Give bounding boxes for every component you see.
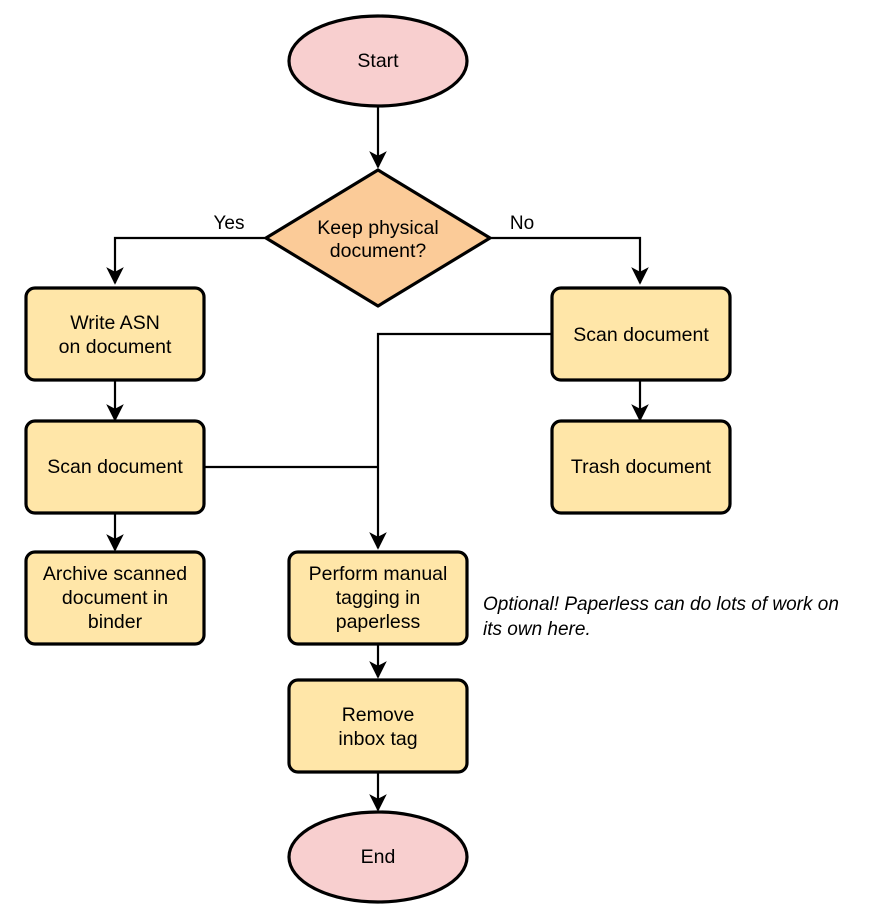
annotation-line2: its own here. (483, 619, 591, 640)
edge-scan-right-to-tagging (369, 332, 552, 550)
node-scan-document-right[interactable]: Scan document (550, 286, 732, 382)
tagging-box-shape (287, 550, 469, 646)
end-label: End (361, 846, 396, 868)
scan-left-box-shape (24, 419, 206, 515)
remove-inbox-label-line2: inbox tag (338, 728, 417, 750)
node-write-asn-on-document[interactable]: Write ASN on document (24, 286, 206, 382)
edges-layer (106, 101, 649, 812)
end-ellipse-shape (287, 810, 469, 904)
edge-decision-no-to-scan-right (490, 236, 649, 285)
node-start[interactable]: Start (287, 14, 469, 108)
write-asn-box-shape (24, 286, 206, 382)
scan-right-box-shape (550, 286, 732, 382)
archive-label-line3: binder (88, 611, 143, 633)
archive-label-line1: Archive scanned (43, 563, 187, 585)
node-remove-inbox-tag[interactable]: Remove inbox tag (287, 678, 469, 774)
trash-label: Trash document (571, 456, 712, 478)
archive-label-line2: document in (62, 587, 168, 609)
edge-label-no: No (510, 213, 534, 234)
remove-inbox-box-shape (287, 678, 469, 774)
write-asn-label-line1: Write ASN (70, 312, 160, 334)
node-end[interactable]: End (287, 810, 469, 904)
archive-box-shape (24, 550, 206, 646)
annotation-optional-note: Optional! Paperless can do lots of work … (483, 594, 839, 640)
node-archive-scanned-document[interactable]: Archive scanned document in binder (24, 550, 206, 646)
node-scan-document-left[interactable]: Scan document (24, 419, 206, 515)
decision-label-line2: document? (330, 240, 427, 262)
tagging-label-line3: paperless (336, 611, 421, 633)
annotation-line1: Optional! Paperless can do lots of work … (483, 594, 839, 615)
tagging-label-line2: tagging in (336, 587, 421, 609)
node-decision-keep-physical-document[interactable]: Keep physical document? (264, 168, 492, 308)
decision-label-line1: Keep physical (317, 217, 438, 239)
edge-decision-yes-to-write-asn (106, 236, 266, 285)
remove-inbox-label-line1: Remove (342, 704, 415, 726)
trash-box-shape (550, 419, 732, 515)
node-trash-document[interactable]: Trash document (550, 419, 732, 515)
edge-label-yes: Yes (214, 213, 245, 234)
scan-left-label: Scan document (47, 456, 183, 478)
start-ellipse-shape (287, 14, 469, 108)
write-asn-label-line2: on document (59, 336, 172, 358)
decision-diamond-shape (264, 168, 492, 308)
scan-right-label: Scan document (573, 324, 709, 346)
edge-labels-layer: Yes No (214, 213, 535, 234)
node-perform-manual-tagging[interactable]: Perform manual tagging in paperless (287, 550, 469, 646)
tagging-label-line1: Perform manual (309, 563, 448, 585)
start-label: Start (357, 50, 399, 72)
